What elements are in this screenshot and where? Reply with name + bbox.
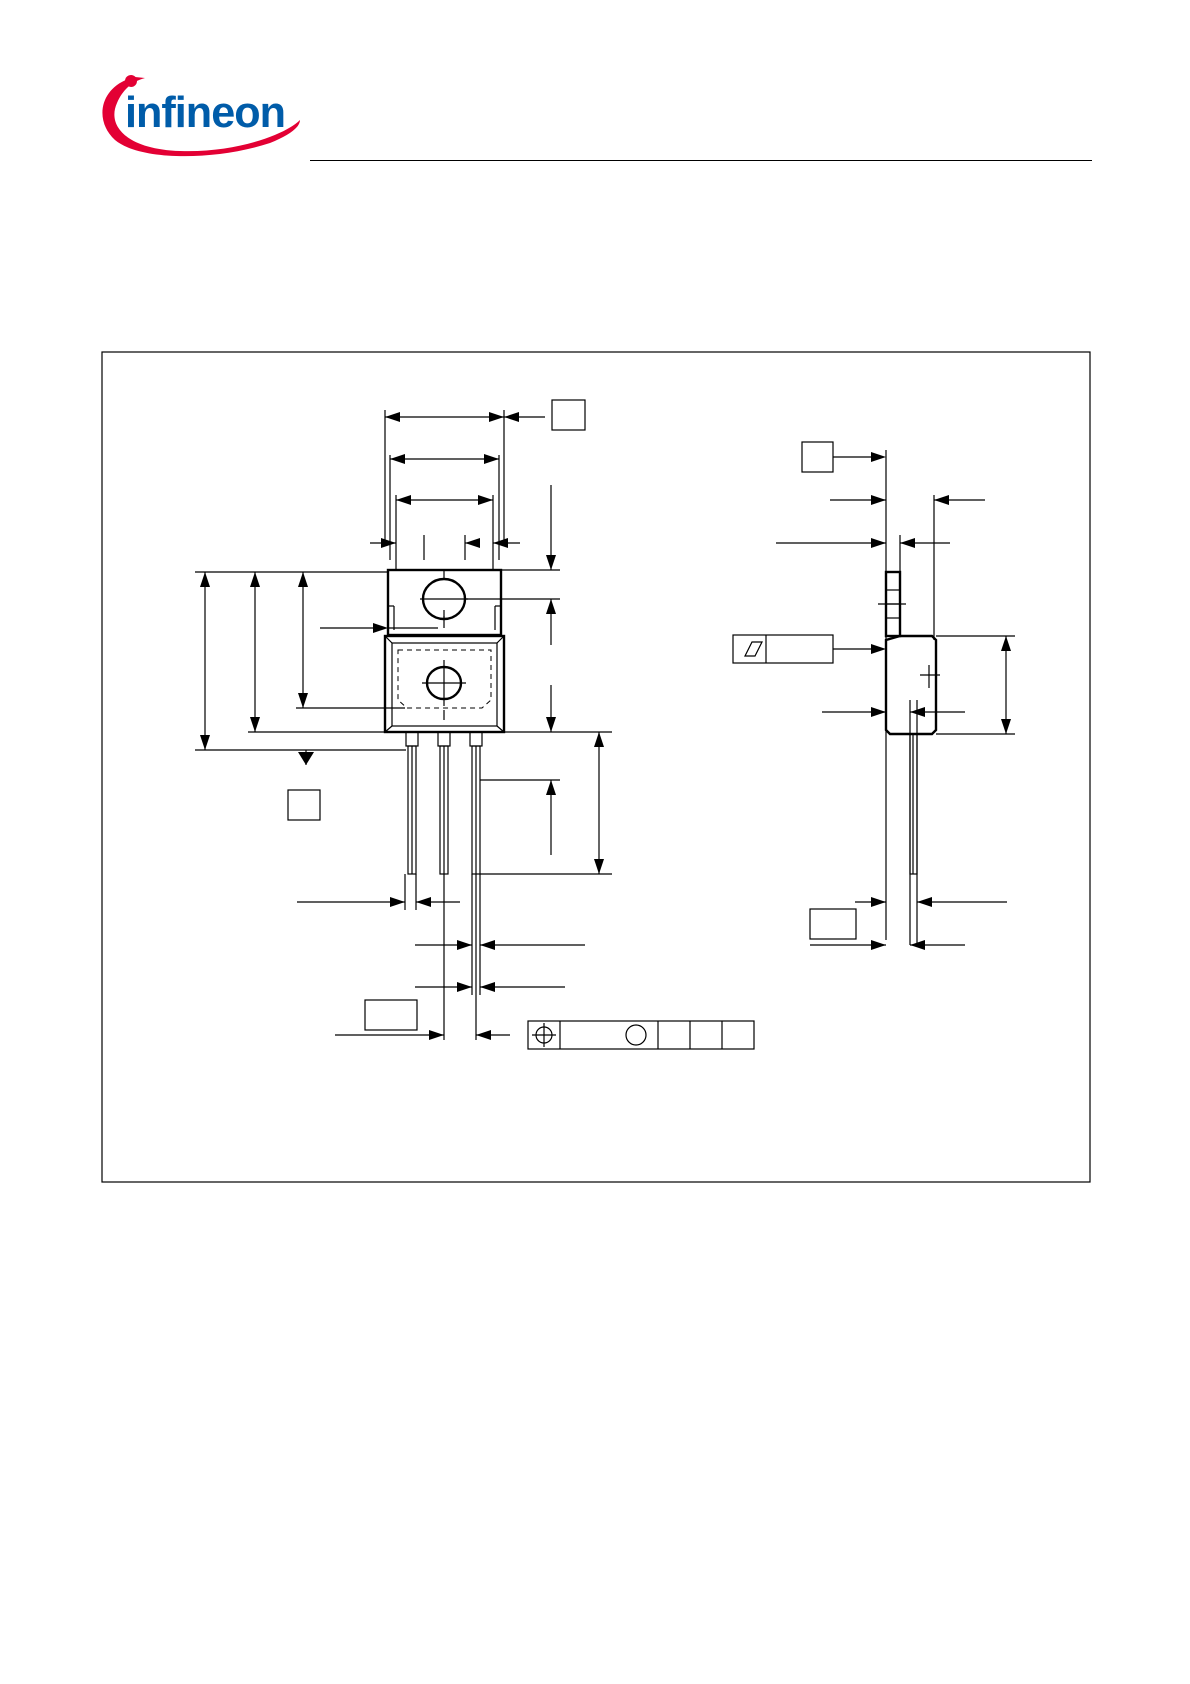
feature-control-frame <box>527 1020 755 1050</box>
side-label-box <box>809 908 857 940</box>
side-datum-box <box>801 441 834 473</box>
logo-swoosh <box>102 77 300 157</box>
front-view <box>195 399 755 1050</box>
diameter-symbol-icon <box>625 1024 647 1046</box>
datum-box-top <box>551 399 586 431</box>
side-view <box>732 441 1015 950</box>
flatness-symbol-icon <box>744 641 763 657</box>
logo-i-dot <box>125 75 137 87</box>
header-divider <box>310 160 1092 161</box>
infineon-logo: infineon <box>102 75 300 157</box>
side-body <box>884 634 938 736</box>
leads <box>405 731 483 875</box>
datum-box-bottom <box>287 789 321 821</box>
flatness-frame <box>732 634 834 664</box>
pitch-label-box <box>364 999 418 1031</box>
drawing-frame <box>101 351 1091 1183</box>
exposed-pad-outline <box>397 649 492 709</box>
logo-wordmark: infineon <box>125 88 285 137</box>
